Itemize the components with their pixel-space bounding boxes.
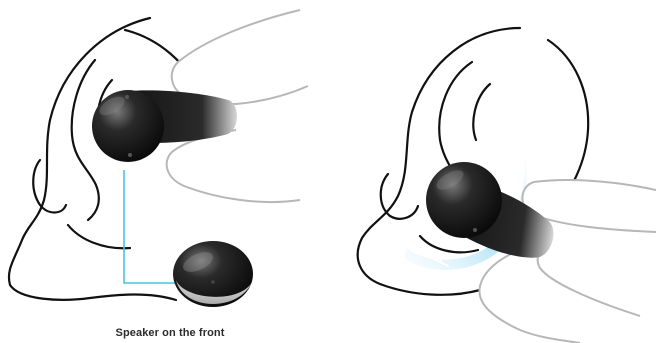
speaker-callout-line bbox=[124, 170, 176, 283]
speaker-detail-earbud bbox=[173, 241, 253, 307]
left-finger-top bbox=[172, 10, 308, 104]
speaker-caption: Speaker on the front bbox=[0, 327, 340, 339]
right-finger-bottom bbox=[479, 238, 640, 343]
left-ear bbox=[9, 18, 186, 300]
